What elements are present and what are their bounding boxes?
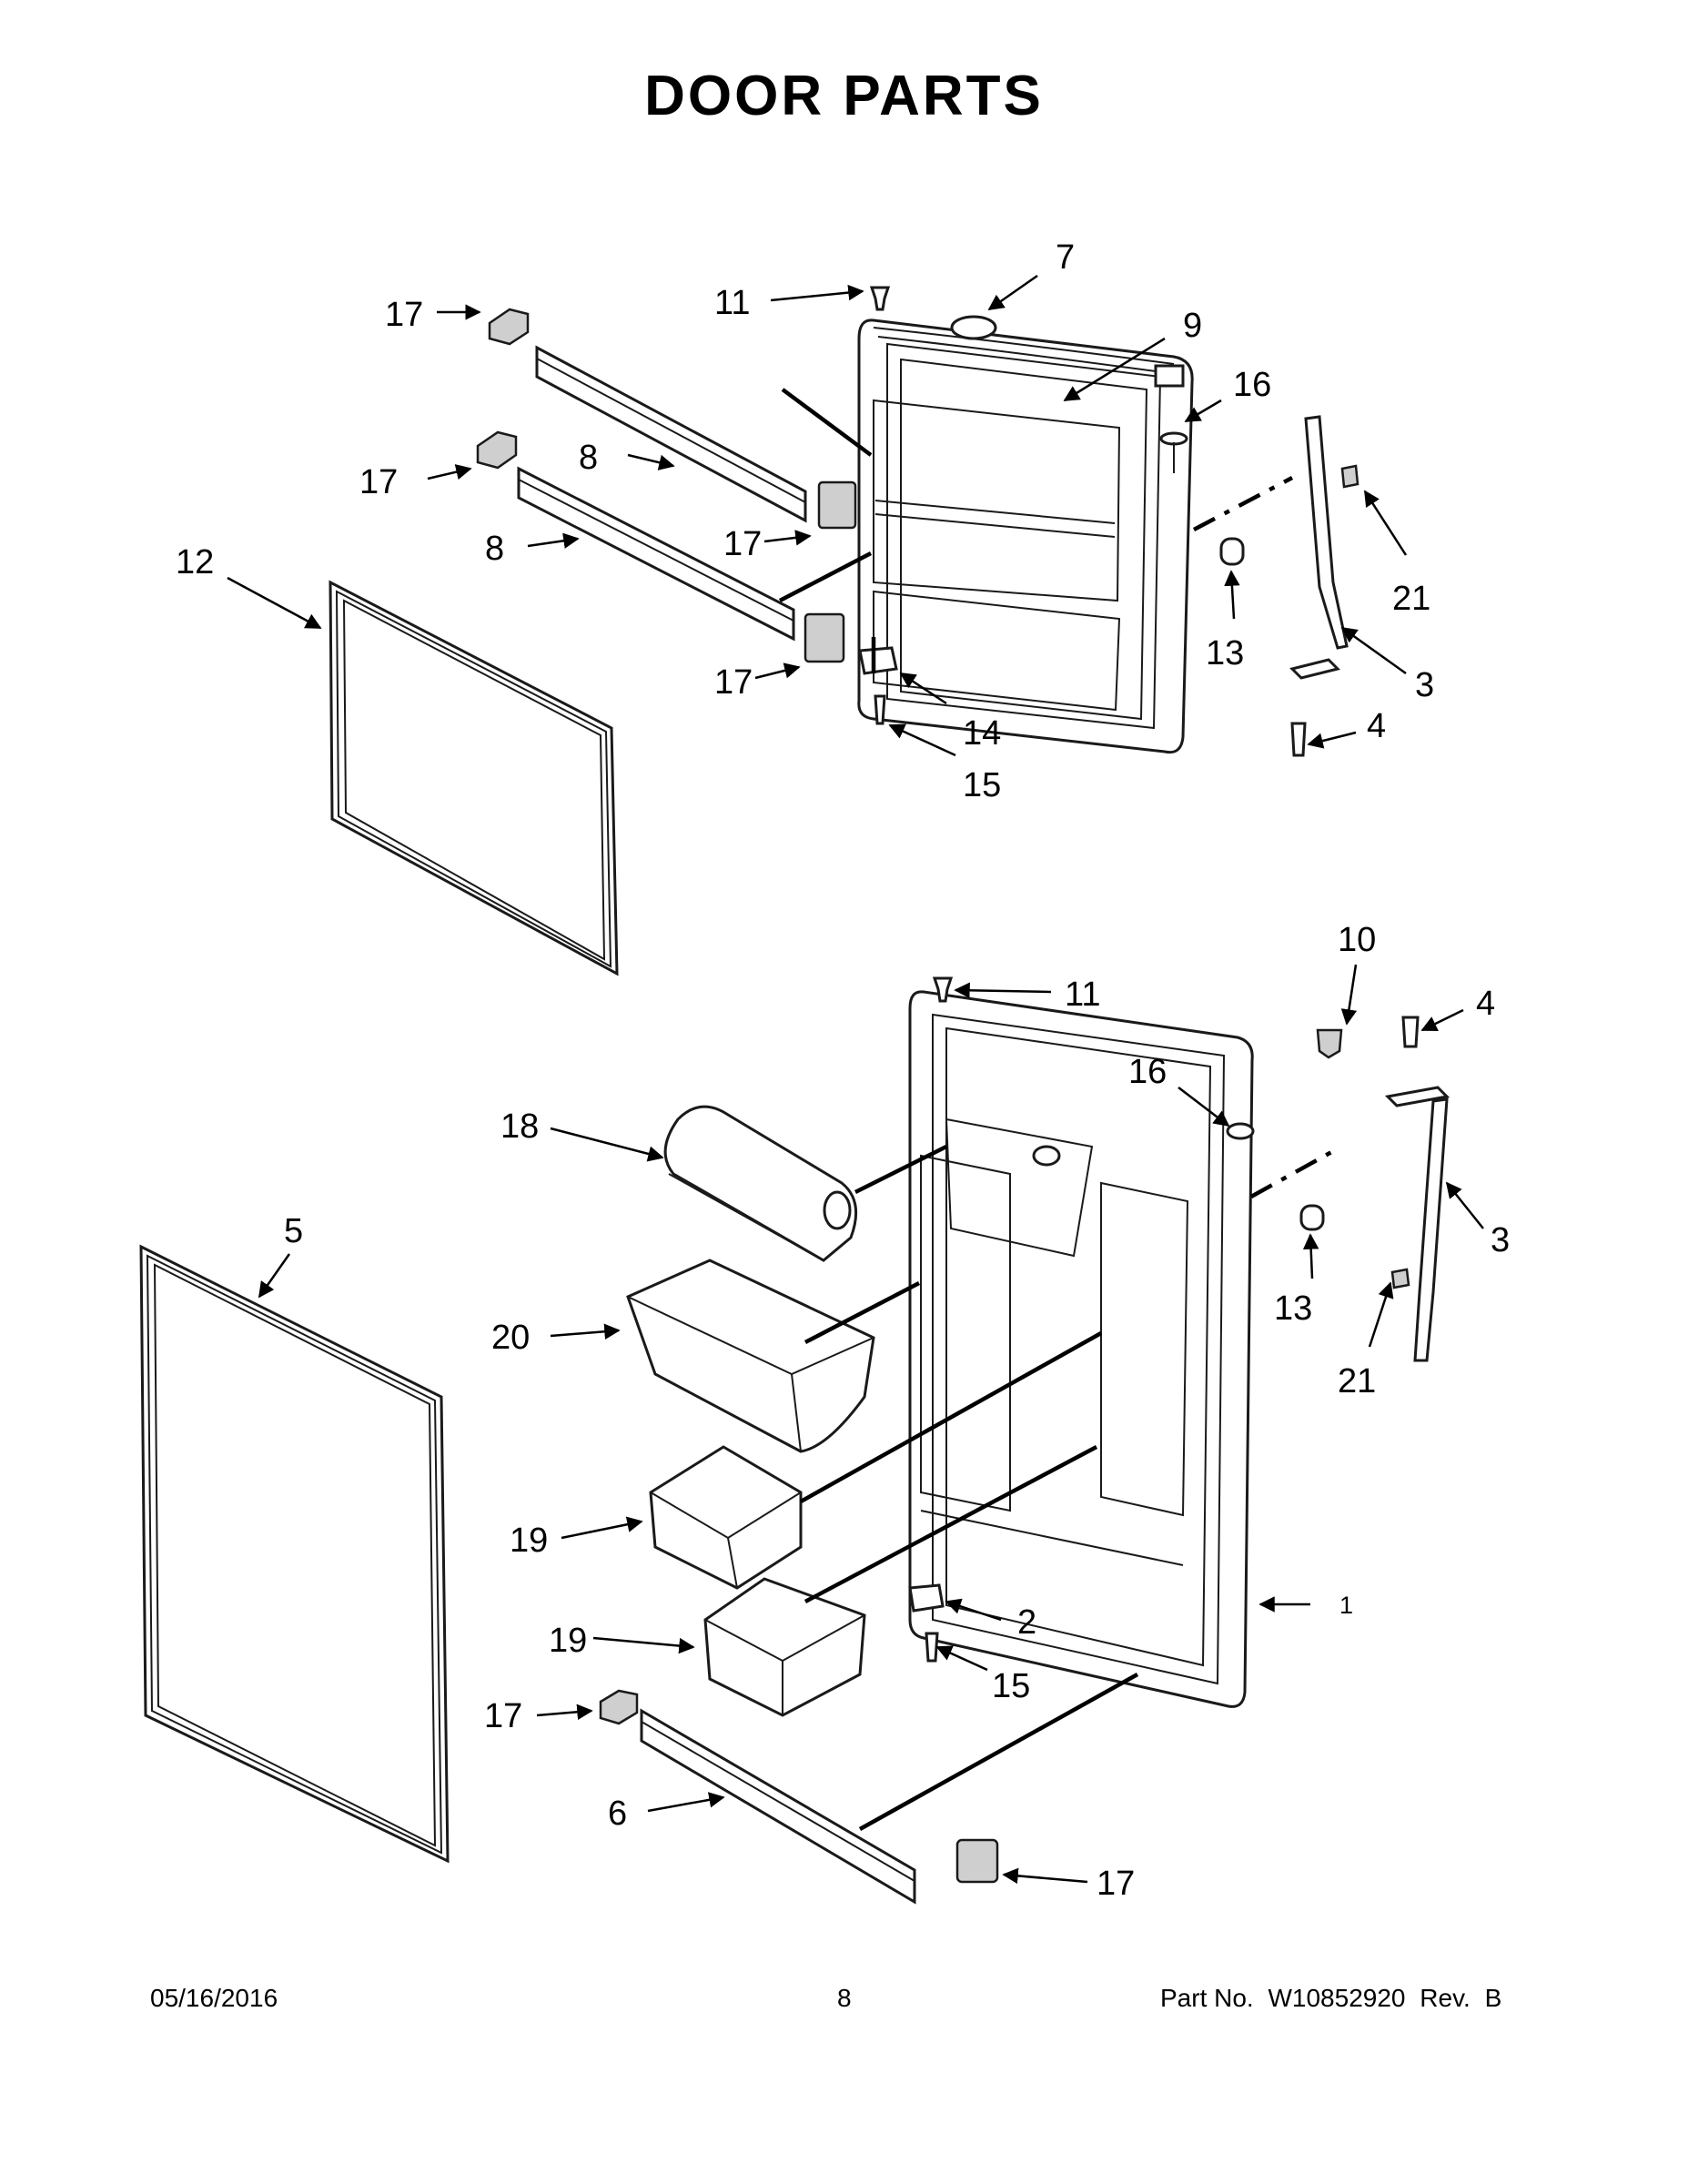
callout-2: 2 (1017, 1603, 1036, 1642)
door-bin-19-upper (649, 1445, 803, 1590)
callout-4: 4 (1367, 707, 1386, 745)
freezer-screw-15 (874, 694, 886, 725)
page-title: DOOR PARTS (644, 65, 1044, 127)
callout-17: 17 (484, 1697, 522, 1735)
callout-11: 11 (1065, 976, 1100, 1014)
freezer-end-cap-2 (476, 430, 518, 470)
refrigerator-end-cap-right (955, 1838, 999, 1884)
freezer-shelf-bar-lower (517, 466, 795, 642)
freezer-hinge-3 (1289, 415, 1359, 680)
footer-date: 05/16/2016 (150, 1984, 278, 2012)
freezer-bushing-13 (1219, 537, 1245, 566)
callout-16: 16 (1128, 1053, 1167, 1091)
callout-11: 11 (714, 284, 750, 322)
callout-21: 21 (1338, 1362, 1376, 1400)
footer-page-number: 8 (837, 1984, 852, 2012)
callout-5: 5 (284, 1212, 303, 1250)
part-number: W10852920 (1268, 1984, 1406, 2012)
refrigerator-door-assembly (908, 990, 1254, 1708)
refrigerator-shelf-bar-6 (640, 1708, 916, 1905)
refrigerator-screw-10 (1316, 1028, 1343, 1059)
refrigerator-callouts: 11 10 4 16 18 5 3 13 20 21 19 19 1 2 15 … (284, 921, 1510, 1903)
freezer-hinge-screw-4 (1290, 722, 1307, 757)
refrigerator-end-cap-left (599, 1689, 639, 1725)
refrigerator-hinge-screw-4 (1401, 1016, 1420, 1048)
callout-20: 20 (491, 1319, 530, 1357)
dairy-compartment-door-18 (663, 1105, 858, 1262)
part-label: Part No. (1160, 1984, 1254, 2012)
callout-14: 14 (963, 714, 1001, 753)
callout-13: 13 (1206, 634, 1244, 672)
assembly-lines (778, 388, 1335, 1831)
callout-13: 13 (1274, 1289, 1312, 1328)
freezer-hole-plug-16 (1159, 431, 1188, 473)
refrigerator-door-plug-11 (932, 976, 954, 1003)
callout-15: 15 (963, 766, 1001, 804)
refrigerator-hinge-3 (1384, 1086, 1450, 1362)
freezer-end-cap-3 (817, 480, 857, 530)
callout-19: 19 (549, 1622, 587, 1660)
callout-6: 6 (608, 1795, 627, 1833)
callout-8: 8 (485, 530, 504, 568)
refrigerator-screw-15 (925, 1632, 939, 1663)
callout-1: 1 (1339, 1592, 1353, 1619)
freezer-door-gasket (329, 580, 619, 976)
callout-9: 9 (1183, 307, 1202, 345)
callout-7: 7 (1056, 238, 1075, 277)
callout-16: 16 (1233, 366, 1271, 404)
callout-17: 17 (385, 296, 423, 334)
callout-18: 18 (500, 1107, 539, 1146)
freezer-door-stop-14 (858, 646, 898, 675)
callout-3: 3 (1415, 666, 1434, 704)
freezer-end-cap-1 (488, 308, 530, 346)
refrigerator-door-gasket (139, 1244, 450, 1864)
freezer-door-assembly (857, 318, 1194, 754)
footer-part-number: Part No. W10852920 Rev. B (1160, 1984, 1509, 2013)
door-bin-20 (626, 1259, 875, 1453)
callout-12: 12 (176, 543, 214, 581)
callout-19: 19 (510, 1522, 548, 1560)
freezer-callouts: 17 17 8 8 17 17 12 11 7 9 16 21 13 3 4 1… (176, 238, 1434, 804)
callout-21: 21 (1392, 580, 1430, 618)
callout-15: 15 (992, 1667, 1030, 1705)
callout-8: 8 (579, 439, 598, 477)
refrigerator-bushing-13 (1299, 1204, 1325, 1231)
callout-17: 17 (359, 463, 398, 501)
freezer-hinge-pin-cover-7 (950, 315, 997, 340)
callout-10: 10 (1338, 921, 1376, 959)
rev-value: B (1484, 1984, 1502, 2012)
callout-3: 3 (1491, 1221, 1510, 1259)
refrigerator-hole-plug-16 (1226, 1122, 1255, 1140)
freezer-door-plug-11 (869, 286, 891, 311)
freezer-shelf-bar-upper (535, 345, 807, 523)
freezer-end-cap-4 (804, 612, 845, 663)
callout-17: 17 (714, 663, 753, 702)
callout-17: 17 (723, 525, 762, 563)
leader-lines (227, 274, 1484, 1885)
refrigerator-door-stop-2 (908, 1583, 945, 1613)
callout-17: 17 (1097, 1865, 1135, 1903)
rev-label: Rev. (1420, 1984, 1471, 2012)
callout-4: 4 (1476, 985, 1495, 1023)
door-bin-19-lower (703, 1577, 866, 1717)
